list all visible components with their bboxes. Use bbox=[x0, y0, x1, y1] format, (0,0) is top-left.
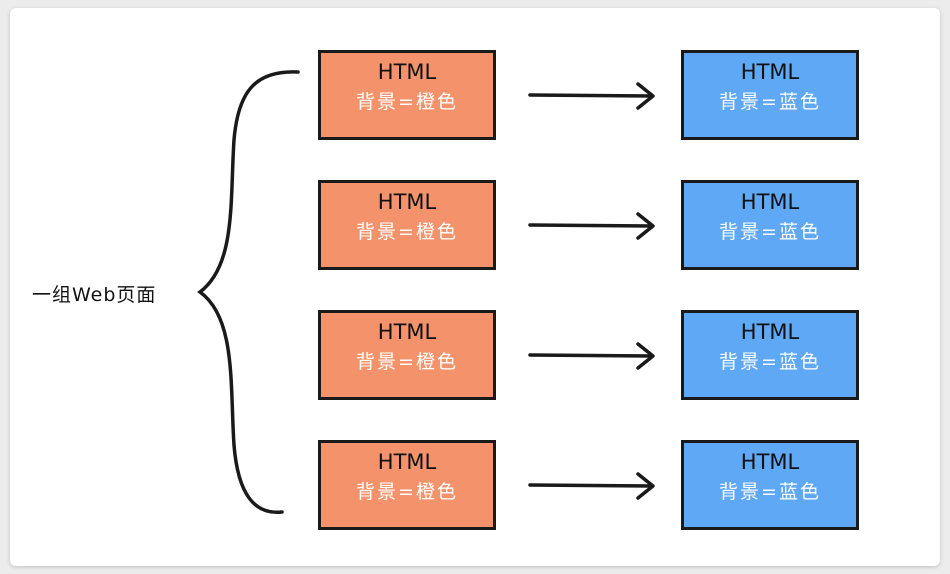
blue-html-box: HTML 背景=蓝色 bbox=[681, 50, 859, 140]
box-title: HTML bbox=[377, 190, 437, 214]
blue-html-box: HTML 背景=蓝色 bbox=[681, 310, 859, 400]
right-arrow-icon bbox=[528, 82, 655, 110]
box-title: HTML bbox=[740, 60, 800, 84]
blue-html-box: HTML 背景=蓝色 bbox=[681, 180, 859, 270]
box-desc: 背景=蓝色 bbox=[719, 351, 821, 373]
box-desc: 背景=橙色 bbox=[356, 91, 458, 113]
box-title: HTML bbox=[377, 60, 437, 84]
orange-html-box: HTML 背景=橙色 bbox=[318, 440, 496, 530]
box-desc: 背景=橙色 bbox=[356, 481, 458, 503]
orange-html-box: HTML 背景=橙色 bbox=[318, 180, 496, 270]
box-desc: 背景=蓝色 bbox=[719, 91, 821, 113]
box-title: HTML bbox=[377, 320, 437, 344]
box-title: HTML bbox=[740, 450, 800, 474]
box-title: HTML bbox=[740, 320, 800, 344]
box-desc: 背景=橙色 bbox=[356, 351, 458, 373]
right-arrow-icon bbox=[528, 212, 655, 240]
blue-html-box: HTML 背景=蓝色 bbox=[681, 440, 859, 530]
box-desc: 背景=蓝色 bbox=[719, 481, 821, 503]
right-arrow-icon bbox=[528, 472, 655, 500]
box-title: HTML bbox=[377, 450, 437, 474]
box-desc: 背景=蓝色 bbox=[719, 221, 821, 243]
orange-html-box: HTML 背景=橙色 bbox=[318, 310, 496, 400]
orange-html-box: HTML 背景=橙色 bbox=[318, 50, 496, 140]
box-title: HTML bbox=[740, 190, 800, 214]
right-arrow-icon bbox=[528, 342, 655, 370]
group-label: 一组Web页面 bbox=[32, 284, 157, 306]
box-desc: 背景=橙色 bbox=[356, 221, 458, 243]
